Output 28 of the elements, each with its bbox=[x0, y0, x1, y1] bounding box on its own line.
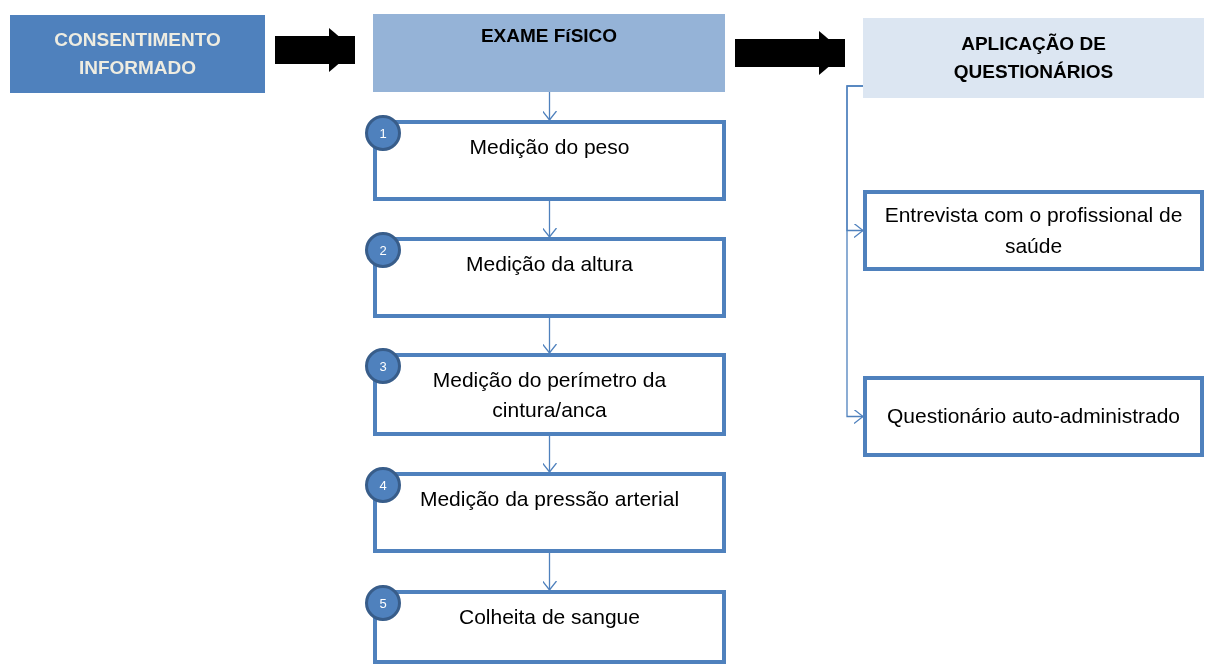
phase-box bbox=[373, 14, 725, 92]
arrow bbox=[541, 317, 558, 354]
step-number: 4 bbox=[365, 467, 401, 503]
node-text: Medição do perímetro da cintura/anca bbox=[431, 367, 668, 424]
block-arrow bbox=[275, 28, 355, 72]
arrow bbox=[541, 552, 558, 591]
arrow bbox=[541, 200, 558, 238]
step-number: 2 bbox=[365, 232, 401, 268]
arrow bbox=[846, 85, 864, 425]
node-text: APLICAÇÃO DE QUESTIONÁRIOS bbox=[952, 32, 1115, 84]
node-text: Medição da pressão arterial bbox=[419, 486, 680, 512]
block-arrow bbox=[735, 31, 845, 75]
phase-box bbox=[863, 18, 1204, 98]
node-text: Colheita de sangue bbox=[459, 604, 640, 630]
start-box bbox=[10, 15, 265, 93]
node-text: Medição da altura bbox=[466, 251, 633, 277]
node-text: Entrevista com o profissional de saúde bbox=[883, 202, 1184, 259]
arrow bbox=[541, 435, 558, 473]
node-text: Medição do peso bbox=[469, 134, 630, 160]
node-text: EXAME FíSICO bbox=[480, 24, 618, 48]
arrow bbox=[541, 91, 558, 121]
process-box bbox=[863, 190, 1204, 271]
step-number: 5 bbox=[365, 585, 401, 621]
step-number: 1 bbox=[365, 115, 401, 151]
step-number: 3 bbox=[365, 348, 401, 384]
node-text: Questionário auto-administrado bbox=[887, 403, 1180, 430]
process-box bbox=[863, 376, 1204, 457]
node-text: CONSENTIMENTO INFORMADO bbox=[53, 28, 222, 80]
